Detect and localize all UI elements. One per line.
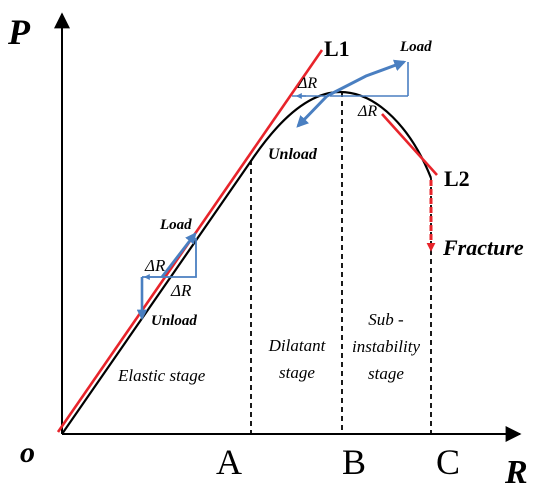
load-arrow-upper — [326, 59, 407, 98]
dilatant-stage-label-1: Dilatant — [268, 336, 327, 355]
delta-label-upper-left: ΔR — [297, 75, 317, 92]
sub-stage-label-3: stage — [368, 364, 404, 383]
origin-label: o — [20, 436, 35, 469]
load-label-upper: Load — [399, 39, 432, 55]
delta-label-lower-right: ΔR — [170, 281, 192, 300]
delta-label-lower-left: ΔR — [144, 256, 166, 275]
dilatant-stage-label-2: stage — [279, 363, 315, 382]
x-axis-label: R — [504, 454, 528, 491]
sub-stage-label-2: instability — [352, 337, 420, 356]
fracture-label: Fracture — [442, 235, 524, 260]
point-a-label: A — [216, 442, 242, 482]
load-label-lower: Load — [159, 217, 192, 233]
l2-label: L2 — [444, 166, 470, 191]
tangent-l2 — [381, 113, 438, 176]
elastic-stage-label: Elastic stage — [117, 366, 206, 385]
l1-label: L1 — [324, 36, 350, 61]
unload-label-upper: Unload — [268, 146, 318, 163]
point-c-label: C — [436, 442, 460, 482]
load-arrow-lower — [160, 232, 197, 278]
y-axis-label: P — [7, 12, 31, 52]
delta-label-upper-right: ΔR — [357, 103, 377, 120]
load-curve — [61, 90, 433, 435]
unload-arrow-upper — [296, 94, 329, 128]
unload-label-lower: Unload — [151, 313, 197, 329]
point-b-label: B — [342, 442, 366, 482]
sub-stage-label-1: Sub - — [368, 310, 404, 329]
